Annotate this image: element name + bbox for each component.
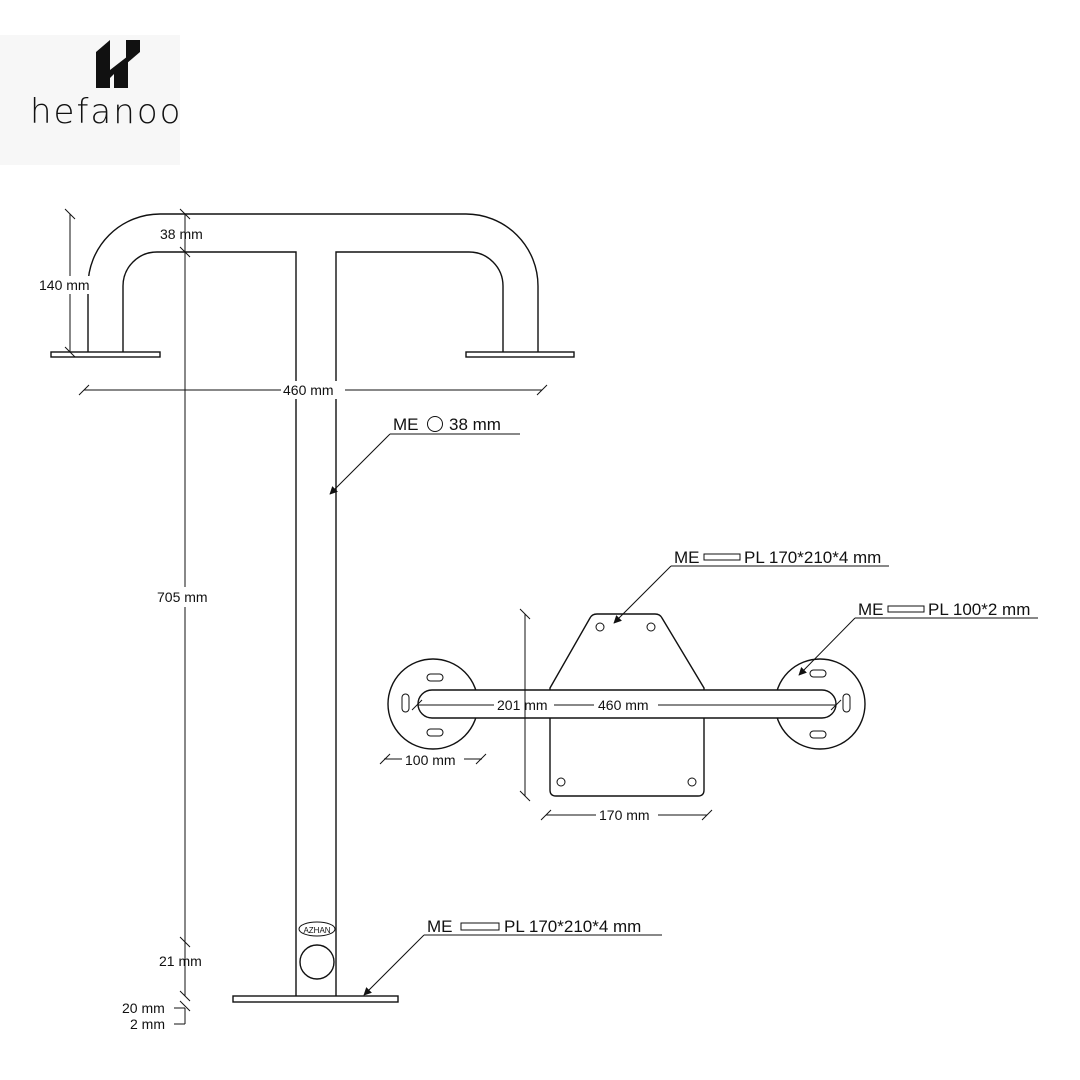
callout-tube: ME 38 mm xyxy=(329,415,520,495)
top-view: 460 mm 201 mm 100 mm 170 mm xyxy=(379,548,1038,824)
dim-label: 201 mm xyxy=(497,697,548,713)
dim-label: 2 mm xyxy=(130,1016,165,1032)
t-bar-outer xyxy=(87,213,539,352)
dim-label: 21 mm xyxy=(159,953,202,969)
dim-flange: 100 mm xyxy=(379,751,487,769)
right-foot-plate xyxy=(465,351,575,358)
dim-label: 170 mm xyxy=(599,807,650,823)
emblem-text: AZHAN xyxy=(303,926,330,935)
t-bar-inner xyxy=(122,251,297,996)
mounting-plate xyxy=(549,613,705,797)
flat-plate-icon xyxy=(460,922,500,931)
dim-label: 460 mm xyxy=(283,382,334,398)
callout-text: PL 170*210*4 mm xyxy=(504,917,641,936)
round-tube-icon xyxy=(427,416,443,432)
dim-label: 705 mm xyxy=(157,589,208,605)
brand-logo-icon xyxy=(96,40,140,88)
logo-panel xyxy=(0,35,180,165)
callout-plate: ME PL 170*210*4 mm xyxy=(613,548,889,624)
dim-height-top: 140 mm xyxy=(36,208,98,358)
flat-plate-icon xyxy=(887,605,925,613)
emblem-icon: AZHAN xyxy=(298,921,336,980)
dim-plate-width: 170 mm xyxy=(540,806,713,824)
dim-plate-height xyxy=(519,608,531,802)
dim-post: 38 mm 705 mm 21 mm 20 mm 2 mm xyxy=(122,208,218,1032)
callout-prefix: ME xyxy=(858,600,884,619)
dim-width: 460 mm xyxy=(78,381,548,399)
dim-label: 460 mm xyxy=(598,697,649,713)
callout-text: PL 170*210*4 mm xyxy=(744,548,881,567)
callout-base-plate: ME PL 170*210*4 mm xyxy=(363,917,662,996)
brand-name: hefanoo xyxy=(30,92,183,132)
dim-label: 38 mm xyxy=(160,226,203,242)
dim-label: 20 mm xyxy=(122,1000,165,1016)
flat-plate-icon xyxy=(703,553,741,561)
callout-prefix: ME xyxy=(393,415,419,434)
callout-flange: ME PL 100*2 mm xyxy=(798,600,1038,676)
dim-label: 140 mm xyxy=(39,277,90,293)
callout-text: PL 100*2 mm xyxy=(928,600,1030,619)
left-foot-plate xyxy=(50,351,161,358)
side-view: AZHAN 140 mm 38 mm 705 mm 21 mm 20 mm 2 … xyxy=(36,208,662,1032)
callout-prefix: ME xyxy=(674,548,700,567)
dim-label: 100 mm xyxy=(405,752,456,768)
base-plate xyxy=(232,995,399,1003)
callout-prefix: ME xyxy=(427,917,453,936)
dim-bar-length: 460 mm 201 mm xyxy=(411,696,842,714)
callout-text: 38 mm xyxy=(449,415,501,434)
